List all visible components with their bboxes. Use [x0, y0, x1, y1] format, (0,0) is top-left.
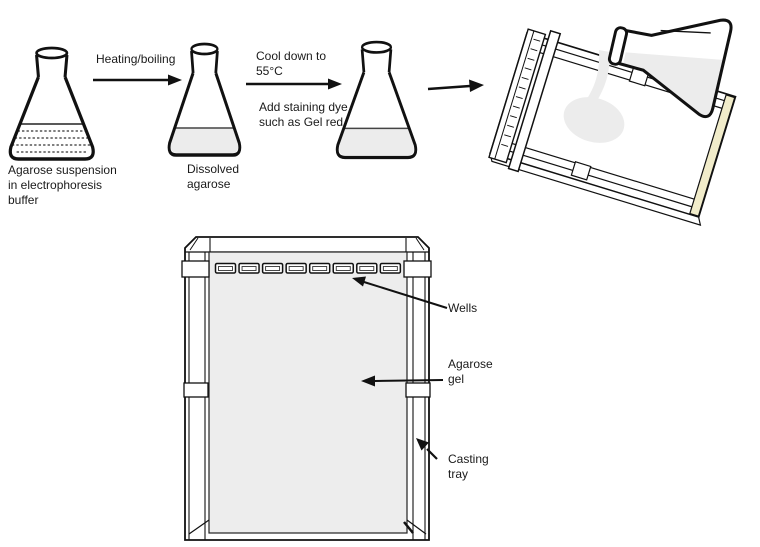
flask-dissolved [167, 42, 242, 157]
flask-cooled [335, 40, 418, 160]
tray-end-cap [488, 28, 547, 164]
well-inner [359, 266, 375, 271]
flask-rim [607, 26, 629, 66]
process-arrow-heating [93, 74, 182, 86]
arrowhead [168, 74, 182, 86]
well-inner [241, 266, 257, 271]
rail-tab [405, 382, 431, 398]
agarose-gel-label: Agarose gel [448, 357, 493, 387]
flask-suspension [8, 46, 95, 161]
process-arrow-cooling [246, 78, 342, 90]
arrow2-label-bottom: Add staining dye such as Gel red [259, 100, 348, 130]
well-inner [265, 266, 281, 271]
rail-tab [181, 260, 210, 278]
arrow1-label: Heating/boiling [96, 52, 176, 66]
poured-gel [563, 50, 625, 143]
liquid [339, 128, 414, 156]
label-arrow-wells [352, 276, 448, 309]
flask-pouring [607, 18, 733, 119]
label-arrow-gel [361, 375, 444, 387]
tray-edge-dam [689, 94, 736, 217]
arrowhead [469, 79, 484, 92]
well-inner [288, 266, 304, 271]
rail-tab [183, 382, 209, 398]
arrowhead [361, 375, 375, 387]
well-inner [382, 266, 398, 271]
well-inner [335, 266, 351, 271]
arrowhead [416, 438, 429, 451]
casting-tray-label: Casting tray [448, 452, 489, 482]
gel-puddle [563, 97, 625, 143]
wells-label: Wells [448, 301, 478, 315]
arrowhead [328, 78, 342, 90]
process-arrow-pouring [427, 79, 484, 92]
flask-rim [360, 40, 393, 54]
rail-tab [403, 260, 432, 278]
agarose-gel-slab [208, 251, 408, 534]
liquid [622, 52, 723, 116]
gel-comb [507, 29, 562, 173]
flask2-label: Dissolved agarose [187, 162, 240, 192]
rail-notch [570, 161, 592, 181]
flask1-label: Agarose suspension in electrophoresis bu… [8, 163, 117, 208]
label-arrow-tray [416, 438, 438, 460]
well-inner [218, 266, 233, 271]
well-inner [312, 266, 328, 271]
arrow2-label-top: Cool down to 55°C [256, 49, 327, 79]
casting-tray-top-view [181, 236, 432, 541]
flask-rim [190, 42, 219, 56]
wells-row [214, 262, 402, 274]
arrowhead [352, 276, 366, 287]
flask-rim [35, 46, 69, 60]
suspension-dashed-lines [11, 130, 92, 153]
liquid [170, 128, 239, 153]
gel-stream [585, 50, 610, 102]
